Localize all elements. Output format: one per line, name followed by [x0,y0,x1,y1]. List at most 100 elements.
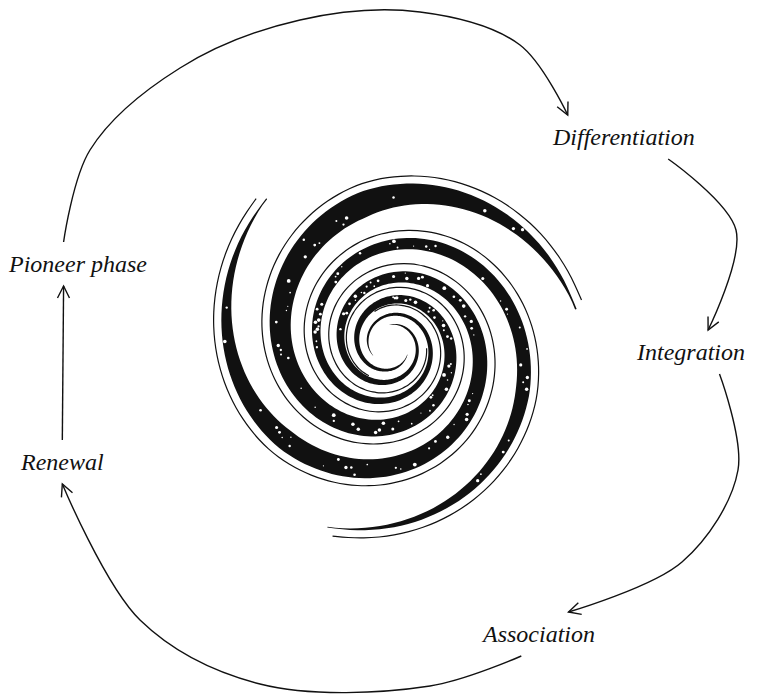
galaxy-star [317,318,321,322]
galaxy-star [342,312,345,315]
galaxy-star [335,220,337,222]
galaxy-star [395,296,398,299]
galaxy-star [442,324,446,328]
galaxy-star [425,245,427,247]
galaxy-star [341,266,342,267]
galaxy-star [314,407,316,409]
galaxy-star [507,314,508,315]
galaxy-star [313,244,316,247]
galaxy-star [405,277,408,280]
cycle-arrow [62,286,63,440]
galaxy-star [334,281,337,284]
galaxy-star [275,321,278,324]
galaxy-star [522,381,524,383]
galaxy-star [281,437,283,439]
galaxy-star [432,404,434,406]
galaxy-star [303,239,306,242]
galaxy-star [275,426,278,429]
galaxy-star [420,413,421,414]
galaxy-star [259,409,262,412]
galaxy-star [519,363,522,366]
galaxy-star [451,372,452,373]
galaxy-star [465,418,469,422]
galaxy-star [366,285,368,287]
galaxy-star [392,239,396,243]
galaxy-star [512,227,515,230]
galaxy-star [409,298,411,300]
galaxy-star [345,216,349,220]
galaxy-star [392,196,394,198]
galaxy-star [359,252,362,255]
phase-node: Integration [634,336,748,368]
galaxy-star [450,363,452,365]
phase-node: Pioneer phase [6,248,150,280]
galaxy-star [446,436,449,439]
galaxy-star [427,310,429,312]
galaxy-star [223,340,227,344]
galaxy-arm [221,198,487,478]
galaxy-star [287,279,291,283]
galaxy-star [344,466,347,469]
galaxy-star [353,473,356,476]
galaxy-star [342,223,344,225]
galaxy-star [481,277,484,280]
galaxy-star [526,376,529,379]
galaxy-star [483,209,486,212]
phase-label: Renewal [21,448,104,476]
galaxy-star [389,243,391,245]
galaxy-star [370,282,372,284]
galaxy-star [361,292,363,294]
galaxy-star [525,388,528,391]
galaxy-star [519,326,521,328]
galaxy-star [397,247,399,249]
galaxy-star [316,327,320,331]
phase-label: Pioneer phase [9,250,147,278]
cycle-arrow [569,374,739,612]
phase-label: Integration [637,338,745,366]
galaxy-star [316,340,318,342]
cycle-arrow [64,10,568,242]
galaxy-star [290,437,291,438]
galaxy-wisp [214,199,495,486]
cycle-arrow [668,159,737,330]
galaxy-star [400,468,402,470]
galaxy-star [392,275,395,278]
galaxy-star [413,245,414,246]
galaxy-star [304,255,307,258]
galaxy-star [319,313,322,316]
galaxy-star [434,440,437,443]
galaxy-star [429,410,431,412]
galaxy-star [363,292,365,294]
galaxy-star [357,428,360,431]
galaxy-star [378,428,382,432]
galaxy-star [442,373,446,377]
galaxy-star [411,423,413,425]
galaxy-star [442,286,446,290]
galaxy-star [413,463,417,467]
phase-node: Differentiation [550,121,698,153]
galaxy-star [316,308,319,311]
galaxy-star [432,394,434,396]
galaxy-star [316,346,318,348]
galaxy-star [470,327,473,330]
galaxy-star [300,387,302,389]
galaxy-star [447,379,449,381]
galaxy-star [429,307,431,309]
galaxy-star [288,445,290,447]
phase-label: Differentiation [553,123,695,151]
galaxy-star [414,301,418,305]
cycle-arrow [62,484,521,693]
galaxy-star [453,424,454,425]
galaxy-star [421,276,424,279]
galaxy-star [336,272,339,275]
galaxy-star [426,284,429,287]
galaxy-star [428,447,430,449]
galaxy-star [446,335,449,338]
galaxy-arms [214,176,582,538]
galaxy-star [314,321,318,325]
galaxy-star [318,242,320,244]
galaxy-star [398,420,400,422]
galaxy-star [442,320,443,321]
